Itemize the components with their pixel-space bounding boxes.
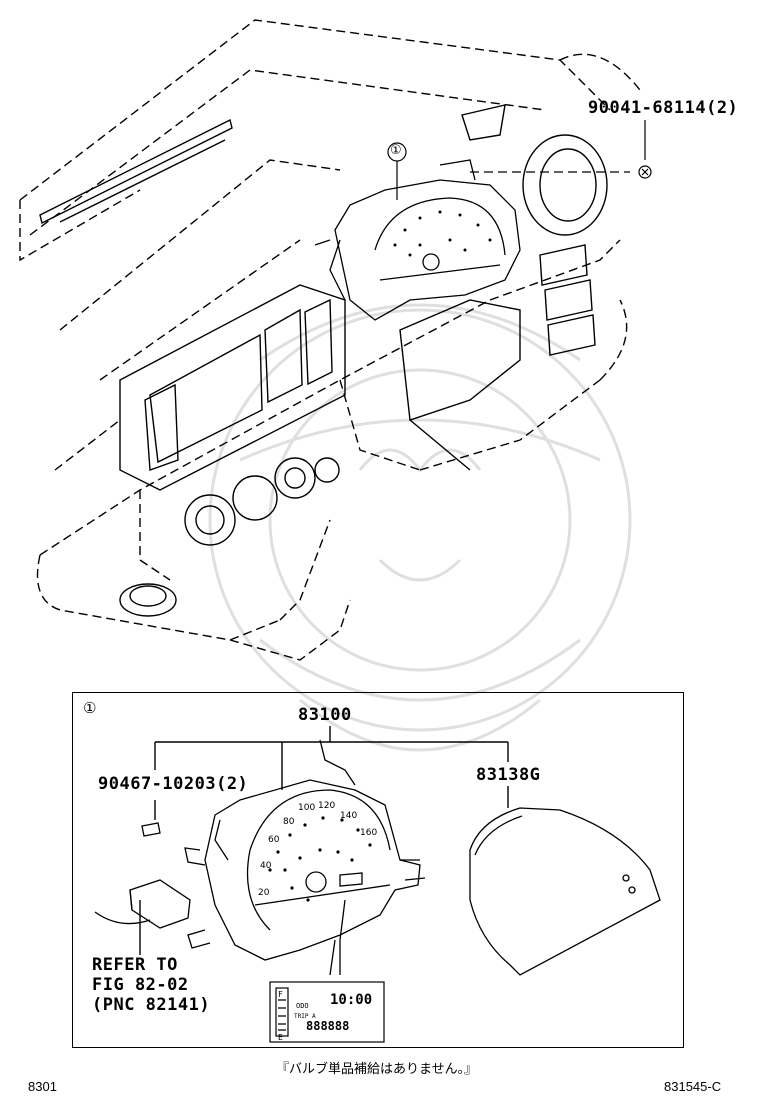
part-label-glass[interactable]: 83138G [476,765,541,785]
gauge-mark-100: 100 [298,803,315,813]
callout-1-leader [387,142,407,200]
combination-meter-assembly [184,739,426,976]
meter-glass-part [469,807,661,976]
lcd-text: F E 10:00 ODO TRIP A 888888 [278,990,372,1042]
lcd-fuel-e: E [278,1033,283,1042]
gauge-numerals: 20 40 60 80 100 120 140 160 [258,801,377,898]
callout-1-main: ① [390,142,402,157]
meter-assembly-ticks [268,816,372,902]
screw-part [141,822,161,837]
gauge-mark-20: 20 [258,888,270,898]
refer-line-3: (PNC 82141) [92,995,211,1015]
instrument-panel-outline [19,19,641,661]
installed-gauge-ticks [393,210,492,257]
lcd-trip: TRIP A [294,1013,316,1020]
bolt-leader [470,120,652,179]
lcd-fuel-f: F [278,990,283,999]
gauge-mark-60: 60 [268,835,280,845]
meter-cluster-installed [314,159,521,321]
footer-right-code: 831545-C [664,1079,722,1094]
part-label-screw[interactable]: 90467-10203(2) [98,774,249,794]
watermark-logo [208,303,632,752]
gauge-mark-160: 160 [360,828,377,838]
refer-line-2[interactable]: FIG 82-02 [92,975,189,995]
lcd-odo: ODO [296,1002,309,1010]
callout-1-inset: ① [83,700,97,717]
gauge-mark-80: 80 [283,817,295,827]
gauge-mark-120: 120 [318,801,335,811]
part-label-bolt[interactable]: 90041-68114(2) [588,98,739,118]
part-label-assembly[interactable]: 83100 [298,705,352,725]
inset-leaders [139,726,509,955]
connector-part [94,879,191,929]
refer-line-1: REFER TO [92,955,178,975]
gauge-mark-40: 40 [260,861,272,871]
lcd-digits: 888888 [306,1019,349,1033]
dash-solid-details [39,104,608,617]
lcd-display [269,981,385,1043]
footer-left-code: 8301 [28,1079,57,1094]
notice-text: 『バルブ単品補給はありません。』 [276,1062,478,1077]
gauge-mark-140: 140 [340,811,357,821]
lcd-clock: 10:00 [330,992,372,1008]
inset-frame [72,692,684,1048]
